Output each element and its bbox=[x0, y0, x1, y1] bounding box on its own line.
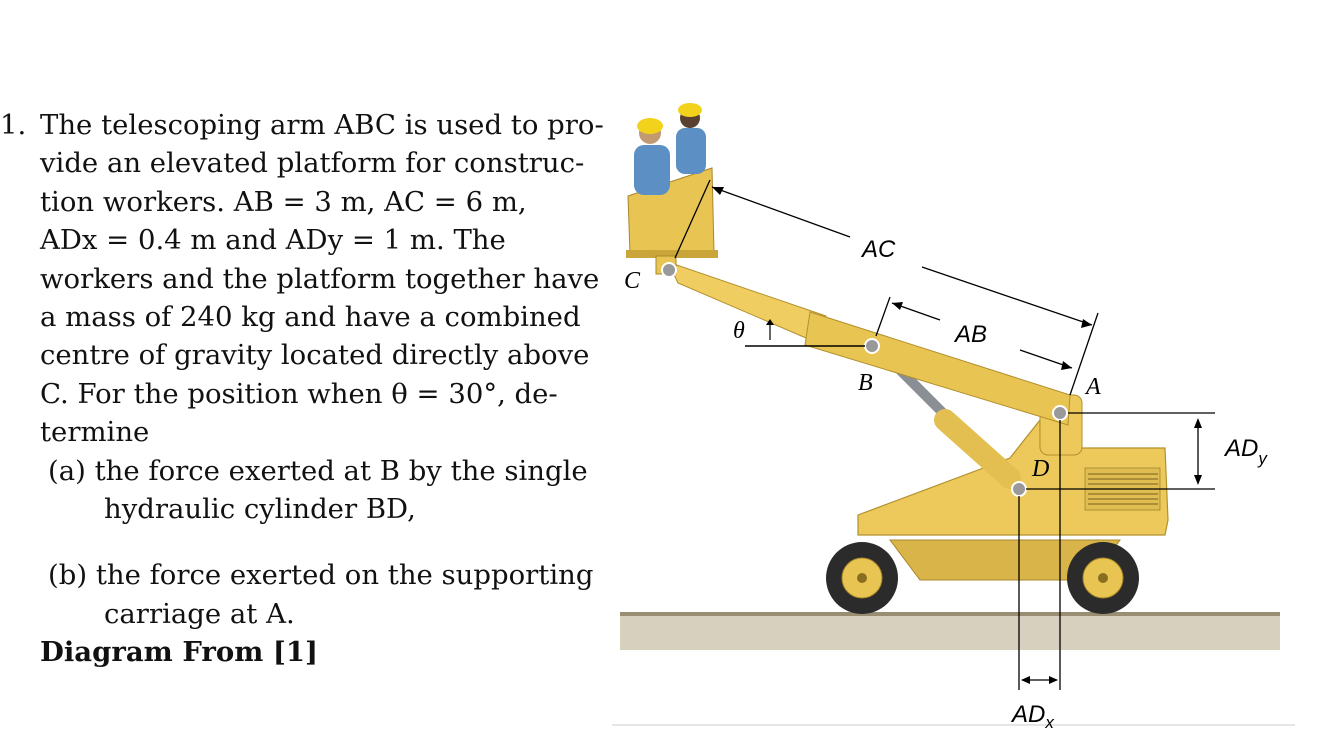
joint-a bbox=[1052, 405, 1068, 421]
aerial-lift-diagram: C B A D θ AC AB ADy ADx bbox=[612, 103, 1295, 730]
label-theta: θ bbox=[733, 318, 745, 344]
problem-text-line: workers and the platform together have bbox=[40, 262, 600, 295]
part-a-label: (a) bbox=[48, 454, 86, 487]
diagram-source: Diagram From [1] bbox=[40, 636, 319, 669]
label-ady-main: AD bbox=[1223, 435, 1258, 462]
worker-right bbox=[676, 103, 706, 174]
problem-line-4: ADx = 0.4 m and ADy = 1 m. The bbox=[0, 221, 600, 259]
label-ady-sub: y bbox=[1257, 449, 1268, 468]
ac-dim-line-1 bbox=[711, 186, 851, 238]
problem-text-line: a mass of 240 kg and have a combined bbox=[40, 300, 581, 333]
part-b-text-2: carriage at A. bbox=[104, 597, 295, 630]
problem-text-line: The telescoping arm ABC is used to pro- bbox=[40, 109, 604, 141]
problem-line-5: workers and the platform together have bbox=[0, 260, 600, 298]
ground bbox=[620, 612, 1280, 650]
part-a-text-2: hydraulic cylinder BD, bbox=[104, 492, 416, 525]
ground-top-line bbox=[620, 612, 1280, 616]
label-c: C bbox=[624, 268, 641, 294]
problem-text-line: tion workers. AB = 3 m, AC = 6 m, bbox=[40, 185, 527, 218]
problem-statement: 1. The telescoping arm ABC is used to pro… bbox=[0, 106, 604, 671]
label-adx-main: AD bbox=[1010, 701, 1045, 728]
label-b: B bbox=[858, 370, 873, 396]
ac-dim-line-2 bbox=[921, 266, 1093, 326]
part-b: (b) the force exerted on the supporting bbox=[0, 556, 600, 594]
problem-line-2: vide an elevated platform for construc- bbox=[0, 144, 600, 182]
label-adx-sub: x bbox=[1044, 713, 1054, 730]
hydraulic-cylinder bbox=[934, 409, 1021, 489]
ab-extension-b bbox=[875, 296, 891, 337]
platform-base bbox=[626, 250, 718, 258]
joint-d bbox=[1011, 481, 1027, 497]
label-adx: ADx bbox=[1010, 701, 1054, 730]
part-a: (a) the force exerted at B by the single bbox=[0, 452, 600, 490]
rear-wheel bbox=[1067, 542, 1139, 614]
ac-extension-c bbox=[674, 179, 711, 259]
part-b-label: (b) bbox=[48, 559, 88, 592]
joint-b bbox=[864, 338, 880, 354]
part-b-text: the force exerted on the supporting bbox=[95, 559, 594, 592]
problem-line-8: C. For the position when θ = 30°, de- bbox=[0, 375, 600, 413]
ac-extension-a bbox=[1069, 312, 1099, 396]
problem-number: 1. bbox=[0, 109, 27, 141]
problem-text-line: termine bbox=[40, 416, 150, 449]
problem-text-line: ADx = 0.4 m and ADy = 1 m. The bbox=[40, 224, 506, 257]
problem-line-3: tion workers. AB = 3 m, AC = 6 m, bbox=[0, 183, 600, 221]
label-ady: ADy bbox=[1223, 435, 1268, 468]
problem-text-line: C. For the position when θ = 30°, de- bbox=[40, 377, 558, 410]
problem-line-6: a mass of 240 kg and have a combined bbox=[0, 298, 600, 336]
part-b-cont: carriage at A. bbox=[0, 595, 600, 633]
label-ac: AC bbox=[860, 236, 896, 263]
problem-line-9: termine bbox=[0, 413, 600, 451]
joint-c bbox=[661, 262, 677, 278]
part-a-cont: hydraulic cylinder BD, bbox=[0, 490, 600, 528]
problem-line-7: centre of gravity located directly above bbox=[0, 336, 600, 374]
label-d: D bbox=[1031, 456, 1049, 482]
problem-text-line: centre of gravity located directly above bbox=[40, 339, 590, 372]
problem-line-1: 1. The telescoping arm ABC is used to pro… bbox=[0, 106, 604, 144]
boom-inner bbox=[667, 261, 827, 345]
front-wheel bbox=[826, 542, 898, 614]
label-a: A bbox=[1084, 374, 1101, 400]
label-ab: AB bbox=[953, 321, 987, 348]
worker-left bbox=[634, 118, 670, 195]
part-a-text: the force exerted at B by the single bbox=[94, 454, 588, 487]
problem-text-line: vide an elevated platform for construc- bbox=[40, 147, 585, 180]
